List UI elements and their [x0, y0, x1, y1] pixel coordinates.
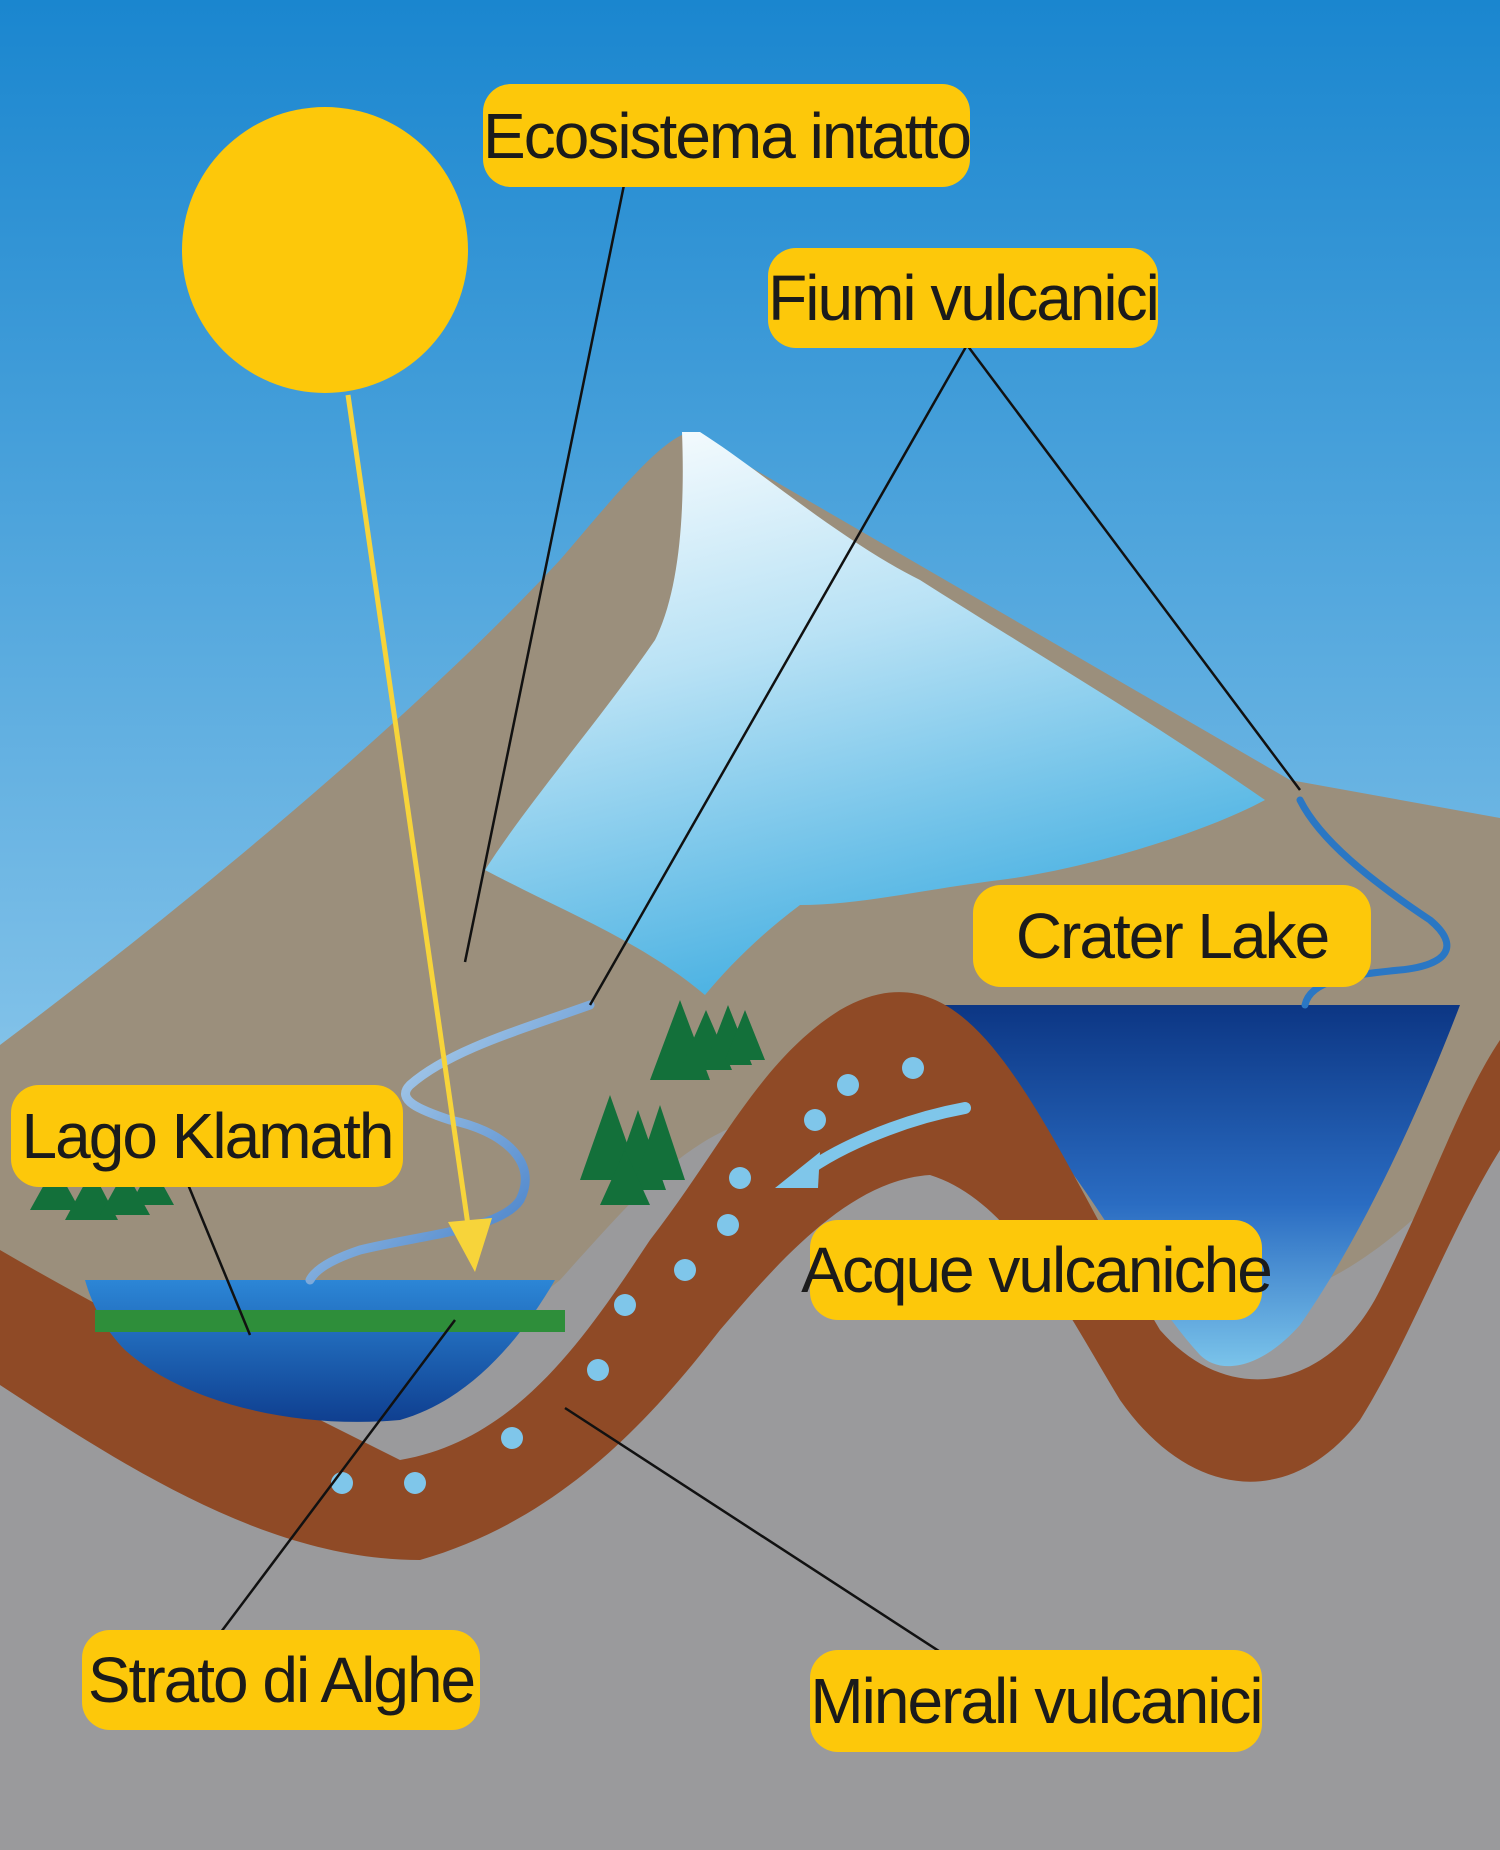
water-drop: [587, 1359, 609, 1381]
glacier-snowcap: [485, 432, 1265, 995]
water-drop: [674, 1259, 696, 1281]
flow-arrow-head: [775, 1152, 820, 1188]
water-drop: [804, 1109, 826, 1131]
sun-ray-arrow: [345, 394, 471, 1226]
leader-minerals: [564, 1406, 946, 1657]
water-drop: [501, 1427, 523, 1449]
label-strato-di-alghe: Strato di Alghe: [82, 1630, 480, 1730]
water-drop: [404, 1472, 426, 1494]
sun-ray-arrowhead: [448, 1218, 492, 1272]
leader-rivers-left: [588, 344, 969, 1006]
algae-layer-band: [95, 1310, 565, 1332]
leader-klamath: [178, 1164, 252, 1336]
river-to-klamath: [305, 1000, 595, 1285]
water-drop: [837, 1074, 859, 1096]
leader-rivers-right: [965, 344, 1302, 791]
label-crater-lake: Crater Lake: [973, 885, 1371, 987]
earth-layer: [0, 992, 1500, 1560]
water-drop: [729, 1167, 751, 1189]
tree: [635, 1105, 685, 1180]
sun: [182, 107, 468, 393]
label-lago-klamath: Lago Klamath: [11, 1085, 403, 1187]
water-drop: [902, 1057, 924, 1079]
volcanic-water-drops: [331, 1057, 924, 1494]
leader-ecosystem: [463, 179, 627, 963]
tree: [30, 1165, 80, 1210]
water-drop: [717, 1214, 739, 1236]
leader-lines: [178, 179, 1302, 1657]
tree: [725, 1010, 765, 1060]
trees: [30, 1000, 765, 1220]
label-fiumi-vulcanici: Fiumi vulcanici: [768, 248, 1160, 348]
water-drop: [614, 1294, 636, 1316]
label-ecosistema-intatto: Ecosistema intatto: [483, 84, 972, 187]
label-acque-vulcaniche: Acque vulcaniche: [801, 1220, 1273, 1320]
label-minerali-vulcanici: Minerali vulcanici: [810, 1650, 1264, 1752]
tree: [600, 1150, 650, 1205]
leader-algae: [214, 1319, 456, 1641]
